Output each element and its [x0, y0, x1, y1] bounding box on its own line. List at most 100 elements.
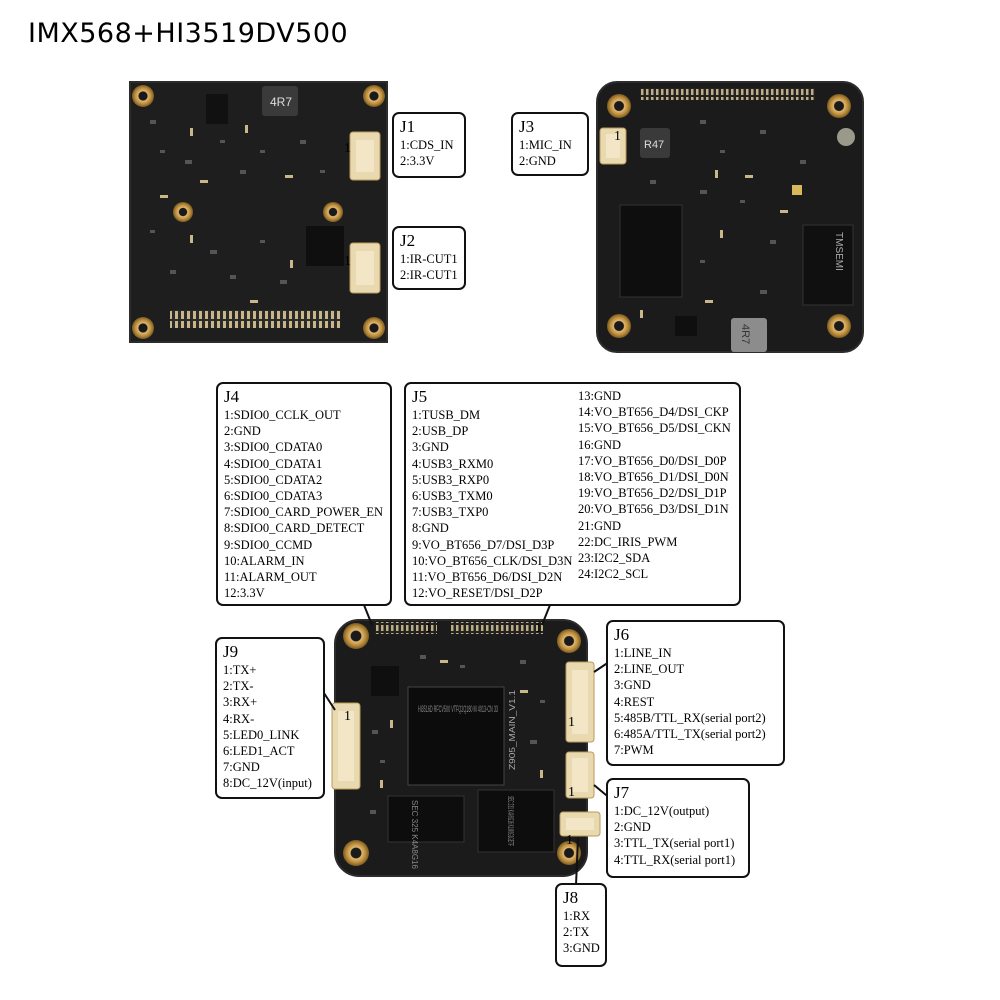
pin-label: 5:USB3_RXP0 — [412, 472, 490, 487]
pin1-marker-j3: 1 — [614, 129, 621, 144]
pin-label: 2:LINE_OUT — [614, 662, 685, 677]
connector-j5-callout: J5 1:TUSB_DM 2:USB_DP 3:GND 4:USB3_RXM0 … — [404, 382, 741, 606]
pin-label: 2:TX — [563, 925, 590, 940]
pin-label: 9:SDIO0_CCMD — [224, 537, 313, 552]
pin1-marker-j6: 1 — [568, 715, 575, 730]
pin-label: 6:USB3_TXM0 — [412, 489, 493, 504]
connector-name: J6 — [614, 625, 630, 644]
connector-name: J2 — [400, 231, 416, 250]
pin-label: 8:DC_12V(input) — [223, 776, 312, 791]
pin-label: 11:ALARM_OUT — [224, 570, 317, 585]
pin1-marker-j2: 1 — [344, 254, 351, 269]
mem-chip-left-label: SEC 325 K4A8G16 — [410, 800, 419, 869]
page-title: IMX568+HI3519DV500 — [28, 18, 349, 49]
pin-label: 8:GND — [412, 521, 449, 536]
pin-label: 18:VO_BT656_D1/DSI_D0N — [578, 470, 729, 485]
pin-label: 17:VO_BT656_D0/DSI_D0P — [578, 453, 727, 468]
pin-label: 1:TUSB_DM — [412, 408, 481, 422]
connector-j4-callout: J4 1:SDIO0_CCLK_OUT 2:GND 3:SDIO0_CDATA0… — [216, 382, 392, 606]
mem-chip-right-label: SEC 231 K4A8G16 KLM8G1GETF — [506, 796, 515, 846]
pin-label: 2:GND — [519, 154, 556, 169]
connector-j8-callout: J8 1:RX 2:TX 3:GND — [555, 883, 607, 967]
pin-label: 12:VO_RESET/DSI_D2P — [412, 586, 543, 601]
pin-label: 6:SDIO0_CDATA3 — [224, 489, 323, 504]
inductor-label-right: R47 — [644, 139, 664, 151]
pin-label: 2:GND — [614, 820, 651, 835]
pin-label: 8:SDIO0_CARD_DETECT — [224, 521, 365, 536]
pin-label: 23:I2C2_SDA — [578, 551, 651, 566]
pin-label: 22:DC_IRIS_PWM — [578, 534, 678, 549]
pin-label: 7:PWM — [614, 743, 654, 758]
pin-label: 1:TX+ — [223, 663, 257, 677]
main-board: Hi3516D RFCV500 VTFQ2Q180 M 4013-CN 33 S… — [331, 619, 601, 877]
pin-label: 4:TTL_RX(serial port1) — [614, 852, 736, 867]
pin1-marker-j7: 1 — [568, 785, 575, 800]
pin-label: 1:LINE_IN — [614, 646, 672, 660]
pin-label: 3:GND — [412, 440, 449, 455]
inductor-label-bottom: 4R7 — [739, 324, 751, 344]
connector-j7-callout: J7 1:DC_12V(output) 2:GND 3:TTL_TX(seria… — [606, 778, 750, 878]
pin1-marker-j8: 1 — [566, 833, 573, 848]
pin-label: 4:USB3_RXM0 — [412, 456, 494, 471]
pin-label: 9:VO_BT656_D7/DSI_D3P — [412, 537, 555, 552]
pin-label: 6:LED1_ACT — [223, 744, 295, 759]
connector-name: J9 — [223, 642, 239, 661]
top-left-board: 4R7 — [129, 81, 388, 343]
pin-column-right: 13:GND 14:VO_BT656_D4/DSI_CKP 15:VO_BT65… — [578, 388, 736, 601]
pin-label: 3:RX+ — [223, 695, 258, 710]
pin-label: 7:SDIO0_CARD_POWER_EN — [224, 505, 384, 520]
pin-column-left: 1:TUSB_DM 2:USB_DP 3:GND 4:USB3_RXM0 5:U… — [412, 407, 578, 601]
pin-label: 11:VO_BT656_D6/DSI_D2N — [412, 570, 563, 585]
connector-j1-callout: J1 1:CDS_IN 2:3.3V — [392, 112, 466, 178]
connector-name: J5 — [412, 387, 428, 406]
pin-label: 5:LED0_LINK — [223, 727, 300, 742]
connector-j2-callout: J2 1:IR-CUT1 2:IR-CUT1 — [392, 226, 466, 290]
connector-name: J1 — [400, 117, 416, 136]
pin-label: 24:I2C2_SCL — [578, 567, 649, 582]
pin-label: 7:USB3_TXP0 — [412, 505, 489, 520]
connector-name: J8 — [563, 888, 579, 907]
connector-name: J3 — [519, 117, 535, 136]
pin-label: 3:GND — [614, 678, 651, 693]
connector-j9-callout: J9 1:TX+ 2:TX- 3:RX+ 4:RX- 5:LED0_LINK 6… — [215, 637, 325, 799]
side-chip-label: TMSEMI — [833, 232, 844, 271]
pin-label: 20:VO_BT656_D3/DSI_D1N — [578, 502, 729, 517]
pin-columns: 1:TUSB_DM 2:USB_DP 3:GND 4:USB3_RXM0 5:U… — [412, 389, 733, 601]
pin-label: 7:GND — [223, 760, 260, 775]
pin-label: 21:GND — [578, 518, 622, 533]
pin1-marker-j1: 1 — [344, 141, 351, 156]
pin-label: 3:TTL_TX(serial port1) — [614, 836, 735, 851]
inductor-label-top: 4R7 — [270, 95, 292, 109]
pin-label: 15:VO_BT656_D5/DSI_CKN — [578, 421, 731, 436]
pin-label: 1:DC_12V(output) — [614, 804, 710, 818]
pin-label: 6:485A/TTL_TX(serial port2) — [614, 727, 766, 742]
pin1-marker-j5: 1 — [535, 621, 542, 636]
pin-label: 2:GND — [224, 424, 261, 439]
pin-label: 14:VO_BT656_D4/DSI_CKP — [578, 405, 729, 420]
board-id-label: Z905_MAIN_V1.1 — [508, 689, 517, 770]
pin-label: 5:SDIO0_CDATA2 — [224, 472, 323, 487]
pin-label: 1:RX — [563, 909, 591, 923]
pin-label: 1:IR-CUT1 — [400, 252, 458, 266]
pin-label: 1:CDS_IN — [400, 138, 454, 152]
pin-label: 4:SDIO0_CDATA1 — [224, 456, 323, 471]
pin1-marker-j4: 1 — [425, 621, 432, 636]
pin-label: 16:GND — [578, 437, 622, 452]
connector-name: J7 — [614, 783, 630, 802]
pin-label: 10:ALARM_IN — [224, 553, 305, 568]
connector-j6-callout: J6 1:LINE_IN 2:LINE_OUT 3:GND 4:REST 5:4… — [606, 620, 785, 766]
connector-name: J4 — [224, 387, 240, 406]
pin-label: 2:IR-CUT1 — [400, 268, 458, 283]
pin-label: 2:USB_DP — [412, 424, 469, 439]
pin1-marker-j9: 1 — [344, 709, 351, 724]
top-right-board: R47 TMSEMI 4R7 — [596, 81, 864, 353]
pin-label: 3:GND — [563, 941, 600, 956]
pin-label: 2:3.3V — [400, 154, 435, 169]
pin-label: 12:3.3V — [224, 586, 265, 601]
pin-label: 13:GND — [578, 389, 622, 403]
pin-label: 1:SDIO0_CCLK_OUT — [224, 408, 341, 422]
main-chip-label: Hi3516D RFCV500 VTFQ2Q180 M 4013-CN 33 — [418, 704, 498, 714]
pin-label: 10:VO_BT656_CLK/DSI_D3N — [412, 553, 573, 568]
pin-label: 19:VO_BT656_D2/DSI_D1P — [578, 486, 727, 501]
pin-label: 4:REST — [614, 694, 655, 709]
